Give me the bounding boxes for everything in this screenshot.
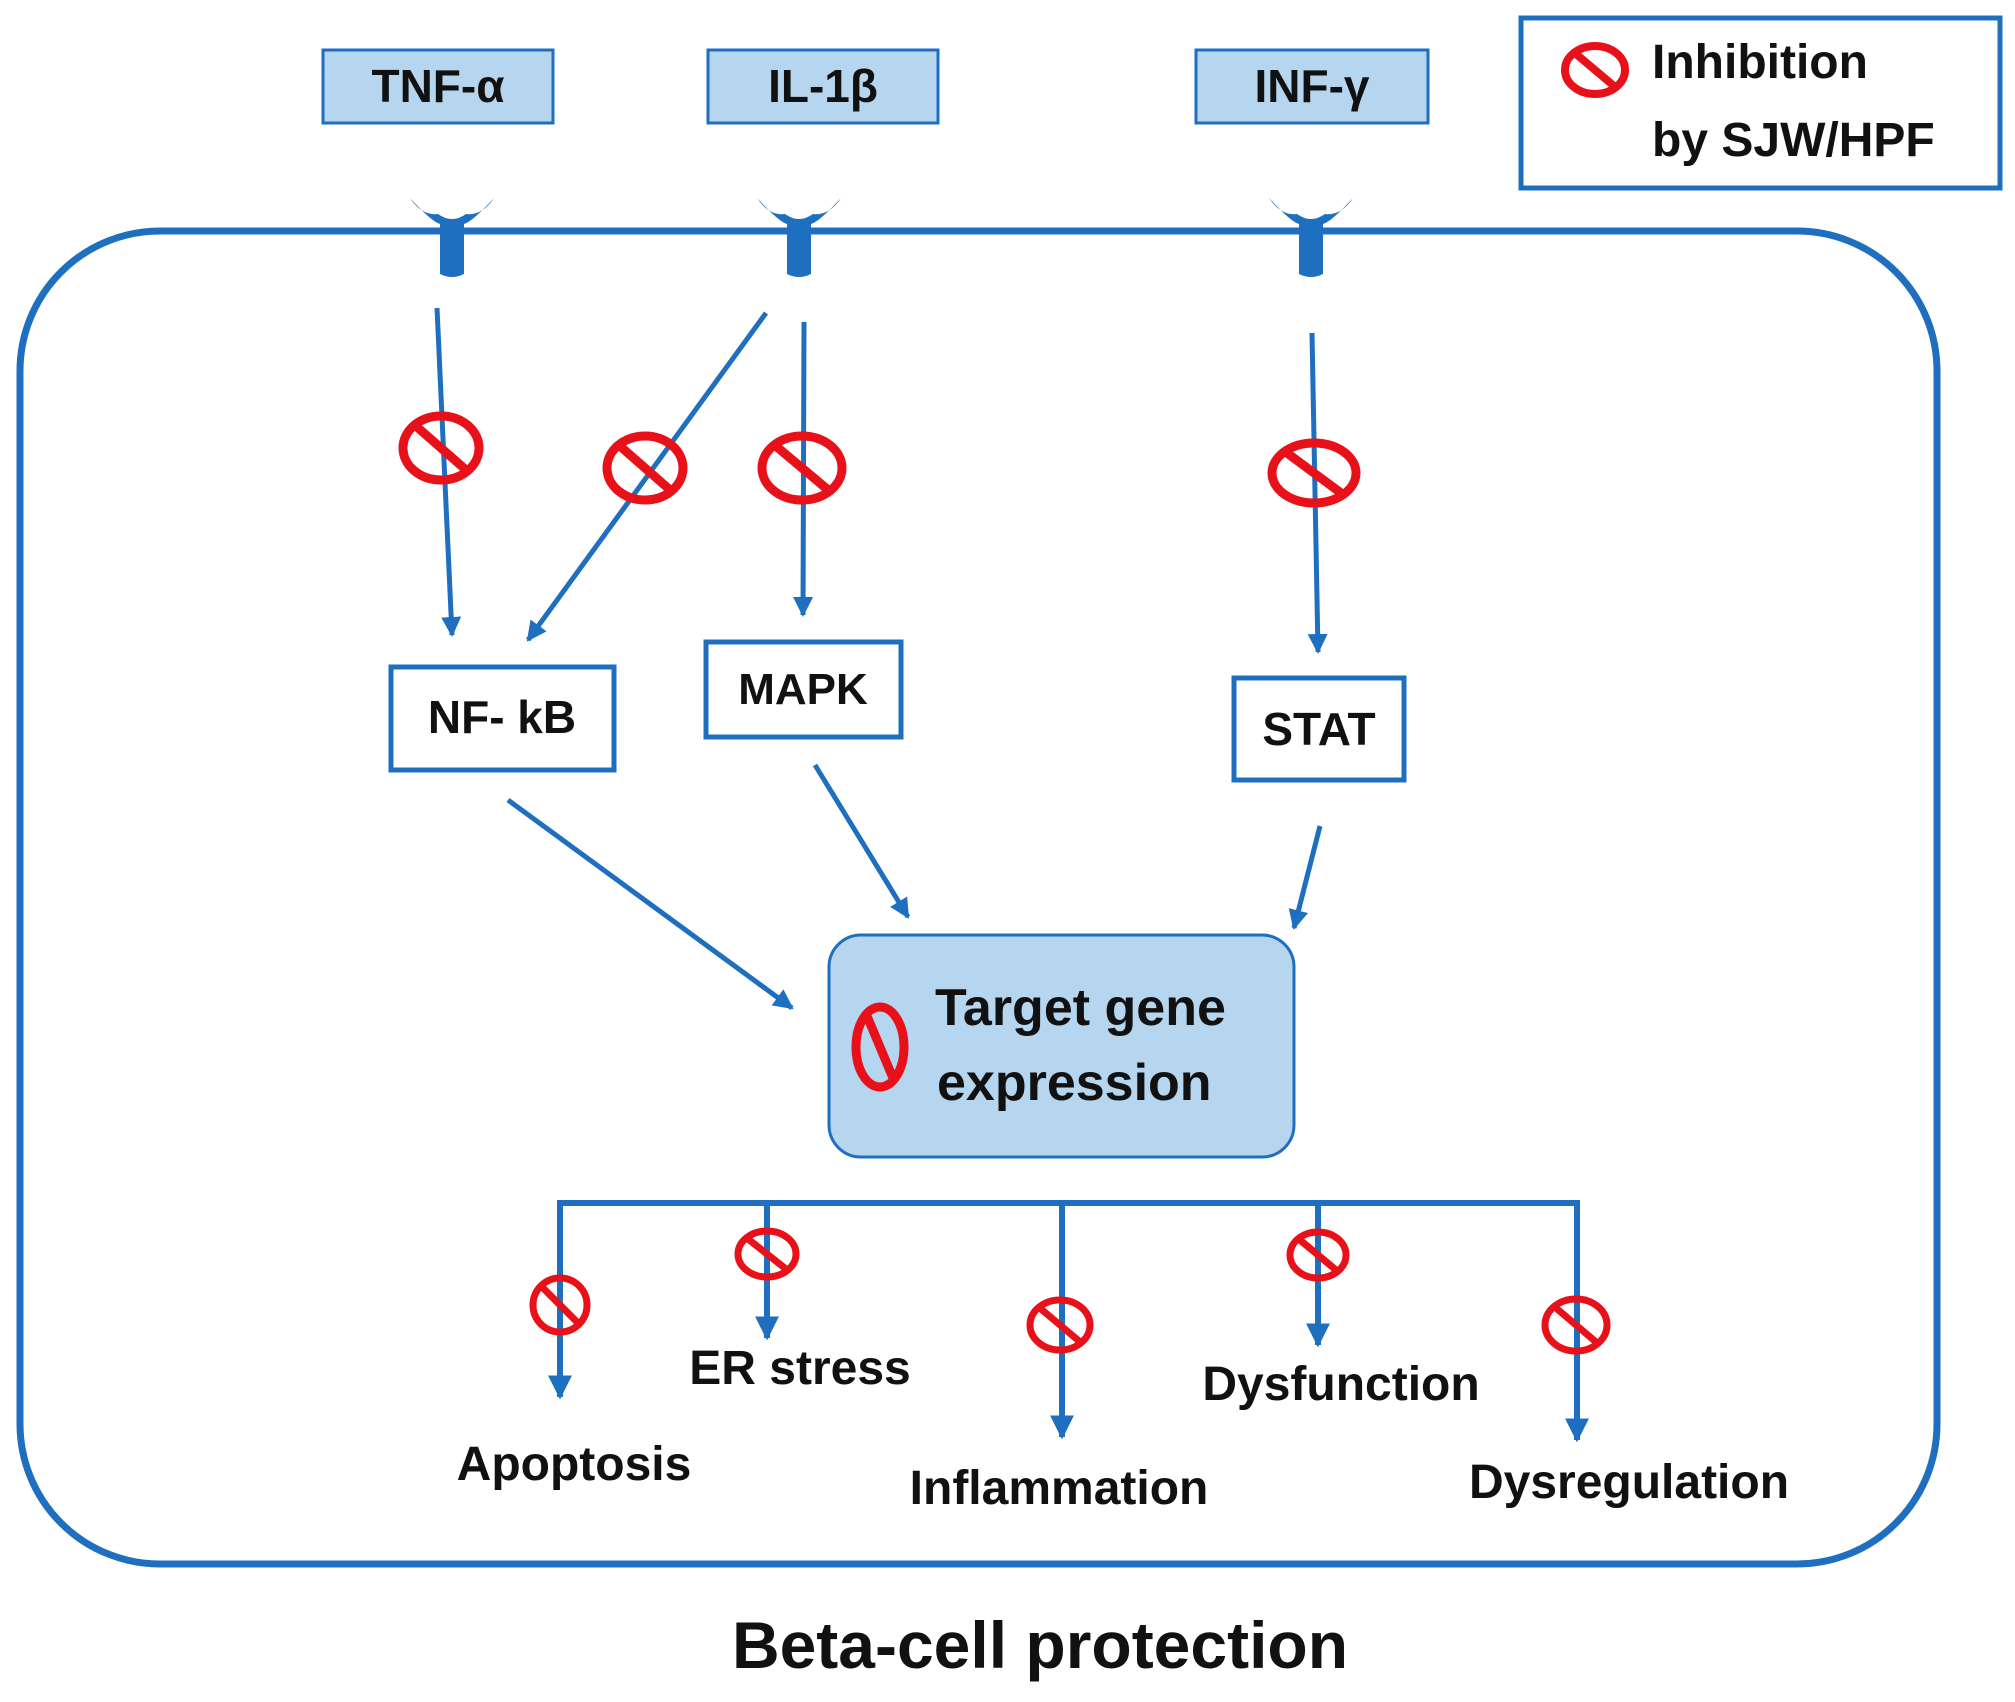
inhibit-target-icon (851, 1002, 909, 1092)
outcome-apoptosis-label: Apoptosis (457, 1438, 692, 1491)
cytokine-inf-label: INF-γ (1255, 60, 1370, 112)
inhibit-inf-stat-icon (1267, 438, 1361, 508)
receptor-tnf-icon (410, 198, 494, 277)
outcome-dysregulation-label: Dysregulation (1469, 1456, 1789, 1509)
pathway-mapk-label: MAPK (738, 665, 868, 714)
arrow-stat-target (1288, 825, 1323, 930)
inhibit-il1-nfkb-icon (602, 431, 688, 505)
arrow-inf-stat (1307, 332, 1328, 654)
inhibit-inflammation-icon (1026, 1296, 1094, 1354)
inhibition-icon (1561, 42, 1629, 98)
inhibit-er-stress-icon (734, 1227, 800, 1281)
cytokine-il1-label: IL-1β (768, 60, 878, 112)
receptor-il1-icon (757, 198, 841, 277)
cell-membrane (16, 227, 1941, 1568)
target-gene-box: Target gene expression (827, 933, 1296, 1159)
pathway-nfkb: NF- kB (388, 664, 617, 773)
target-line-2: expression (937, 1054, 1212, 1112)
inhibit-il1-mapk-icon (757, 431, 847, 505)
arrow-nfkb-target (506, 797, 794, 1011)
outcome-er-stress-label: ER stress (689, 1342, 910, 1395)
arrow-tnf-nfkb (434, 307, 462, 637)
inhibit-dysfunction-icon (1286, 1228, 1350, 1282)
target-line-1: Target gene (935, 979, 1226, 1037)
inhibit-tnf-icon (398, 411, 484, 485)
legend: Inhibition by SJW/HPF (1518, 15, 2003, 191)
outcome-dysfunction-label: Dysfunction (1202, 1358, 1479, 1411)
inhibit-apoptosis-icon (529, 1274, 591, 1336)
inhibit-dysregulation-icon (1541, 1295, 1611, 1355)
receptor-inf-icon (1269, 198, 1353, 277)
cytokine-tnf-label: TNF-α (371, 60, 504, 112)
legend-line-2: by SJW/HPF (1652, 114, 1935, 167)
outcome-inflammation-label: Inflammation (910, 1462, 1209, 1515)
cytokine-inf: INF-γ (1194, 48, 1430, 125)
arrow-mapk-target (812, 763, 911, 919)
arrow-il1-nfkb (525, 311, 769, 642)
pathway-stat-label: STAT (1262, 703, 1375, 755)
legend-line-1: Inhibition (1652, 36, 1868, 89)
footer-title: Beta-cell protection (732, 1608, 1348, 1682)
cytokine-tnf: TNF-α (321, 48, 555, 125)
pathway-mapk: MAPK (703, 639, 904, 740)
cytokine-il1: IL-1β (706, 48, 940, 125)
pathway-stat: STAT (1231, 675, 1407, 783)
pathway-nfkb-label: NF- kB (428, 691, 576, 743)
